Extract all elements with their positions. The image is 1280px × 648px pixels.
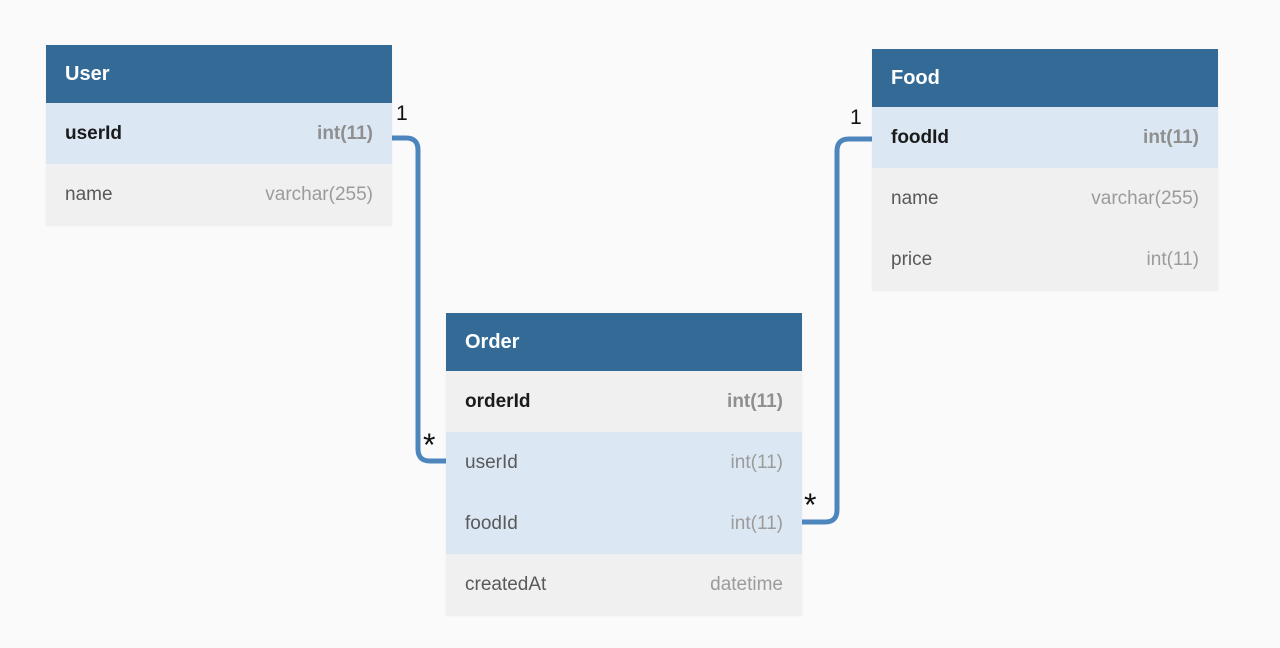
cardinality-order-many-user: * <box>423 427 436 463</box>
column-type: int(11) <box>730 512 783 534</box>
table-food-row-name[interactable]: name varchar(255) <box>872 168 1218 229</box>
table-order-row-foodid[interactable]: foodId int(11) <box>446 493 802 554</box>
column-name: userId <box>65 122 123 144</box>
table-food-row-foodid[interactable]: foodId int(11) <box>872 107 1218 168</box>
column-name: foodId <box>891 126 950 148</box>
cardinality-user-one: 1 <box>396 102 408 125</box>
column-type: varchar(255) <box>1091 187 1199 209</box>
cardinality-order-many-food: * <box>804 487 817 523</box>
column-name: foodId <box>465 512 518 534</box>
connector-user-order[interactable] <box>392 135 446 464</box>
table-order-row-userid[interactable]: userId int(11) <box>446 432 802 493</box>
table-order[interactable]: Order orderId int(11) userId int(11) foo… <box>446 313 802 615</box>
table-order-title: Order <box>465 330 520 353</box>
connector-food-order[interactable] <box>802 136 872 525</box>
column-type: int(11) <box>1143 126 1199 148</box>
table-food-title: Food <box>891 66 940 89</box>
column-name: price <box>891 248 933 270</box>
column-name: name <box>891 187 939 209</box>
column-type: datetime <box>710 573 783 595</box>
table-user-row-name[interactable]: name varchar(255) <box>46 164 392 225</box>
column-type: int(11) <box>727 390 783 412</box>
column-type: int(11) <box>730 451 783 473</box>
table-food-header[interactable]: Food <box>872 49 1218 107</box>
table-user[interactable]: User userId int(11) name varchar(255) <box>46 45 392 225</box>
table-user-title: User <box>65 62 110 85</box>
table-order-header[interactable]: Order <box>446 313 802 371</box>
table-order-row-orderid[interactable]: orderId int(11) <box>446 371 802 432</box>
column-name: createdAt <box>465 573 547 595</box>
column-type: varchar(255) <box>265 183 373 205</box>
cardinality-food-one: 1 <box>850 106 862 129</box>
column-type: int(11) <box>317 122 373 144</box>
column-name: orderId <box>465 390 531 412</box>
table-user-header[interactable]: User <box>46 45 392 103</box>
table-food-row-price[interactable]: price int(11) <box>872 229 1218 290</box>
column-name: name <box>65 183 113 205</box>
column-name: userId <box>465 451 518 473</box>
table-order-row-createdat[interactable]: createdAt datetime <box>446 554 802 615</box>
column-type: int(11) <box>1146 248 1199 270</box>
table-food[interactable]: Food foodId int(11) name varchar(255) pr… <box>872 49 1218 290</box>
table-user-row-userid[interactable]: userId int(11) <box>46 103 392 164</box>
